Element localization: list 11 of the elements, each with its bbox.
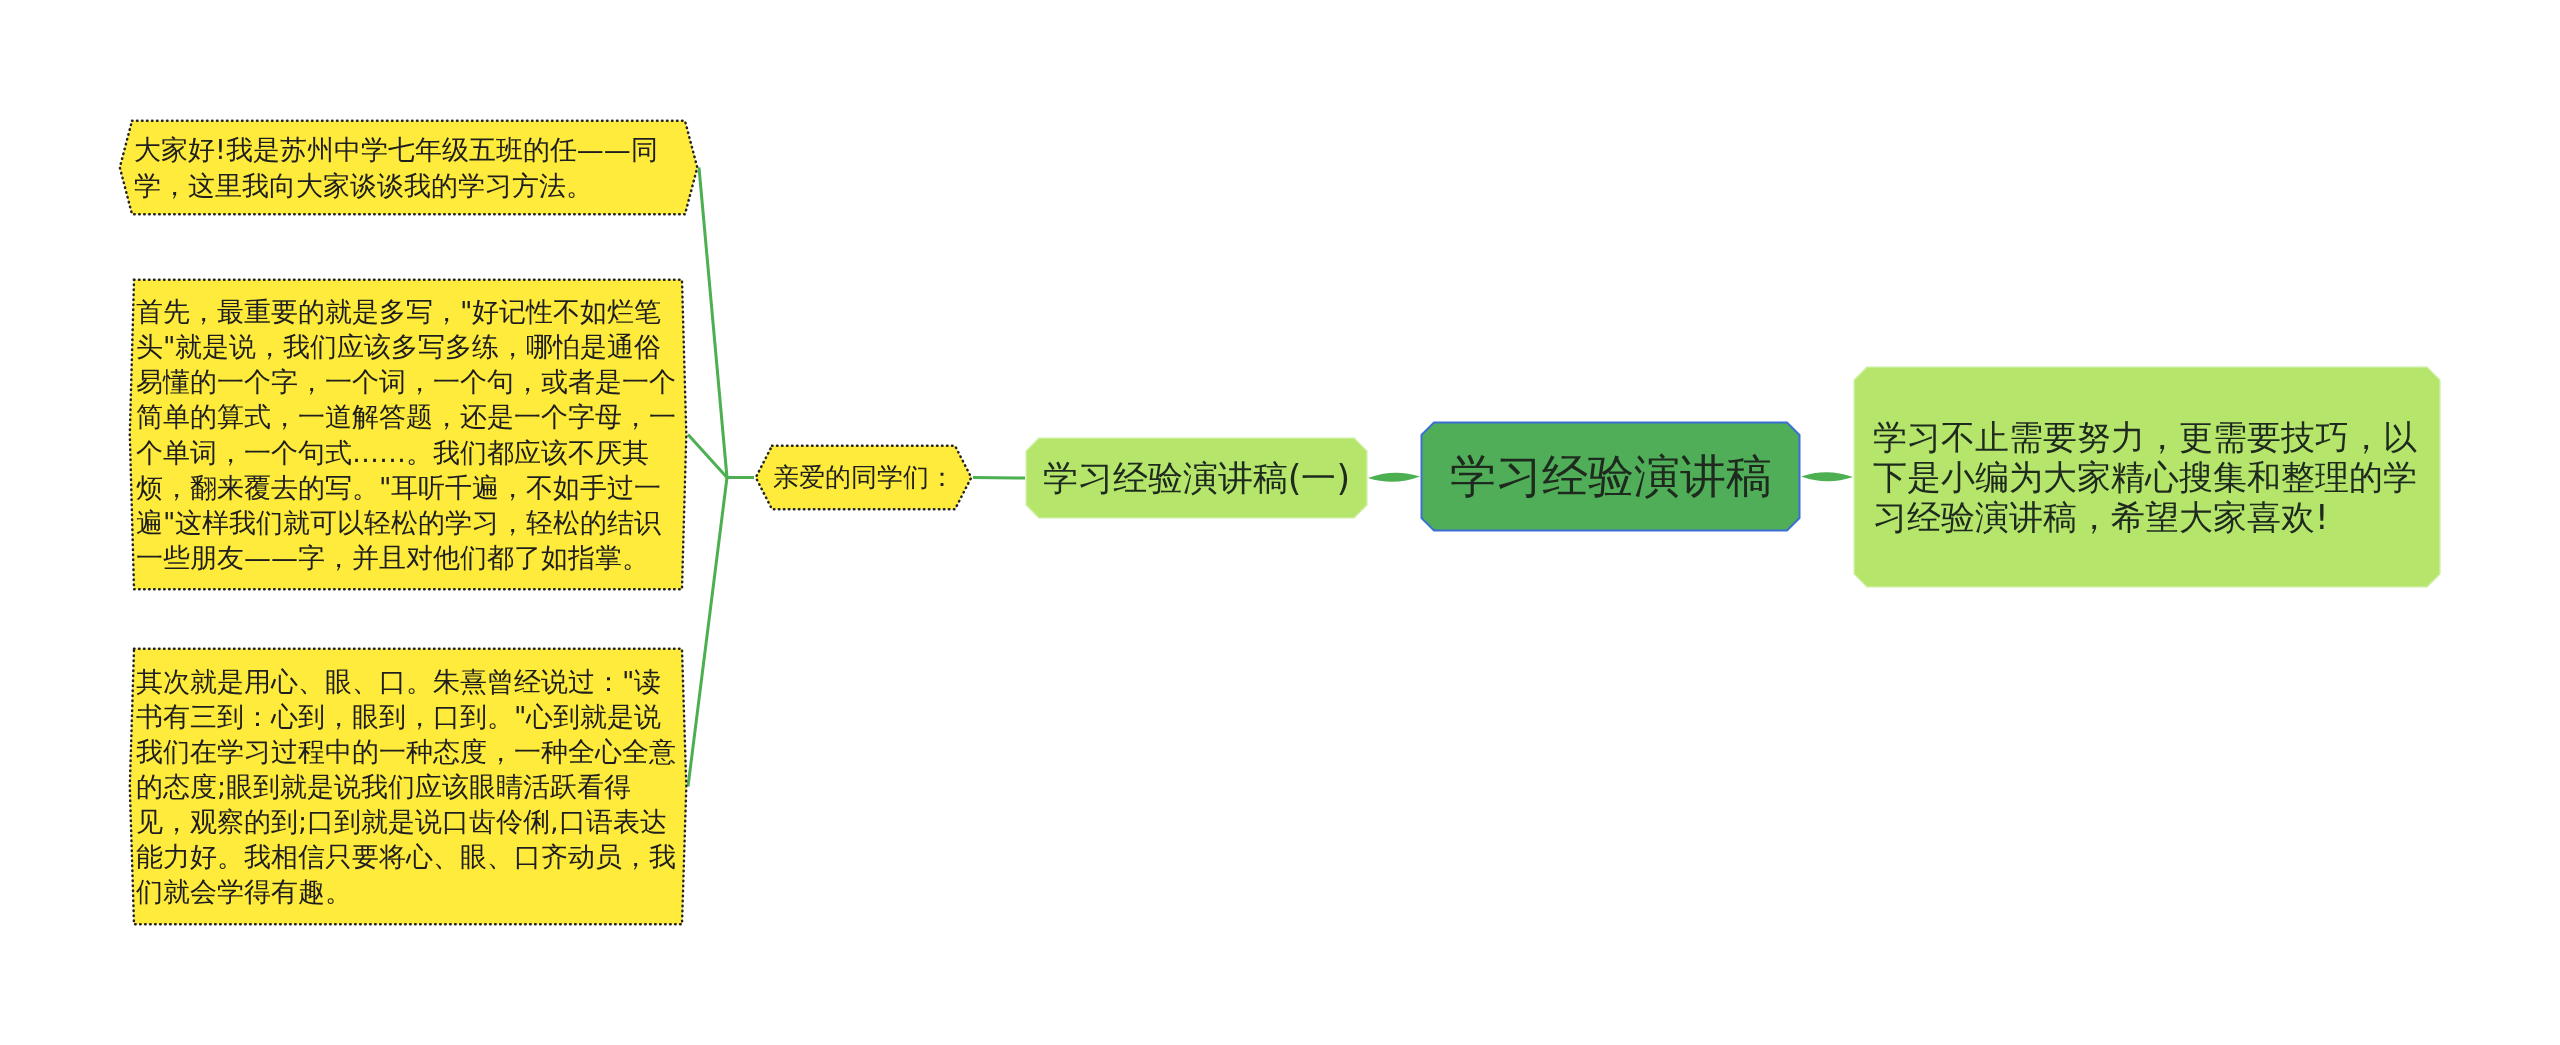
paragraph-box: 其次就是用心、眼、口。朱熹曾经说过："读书有三到：心到，眼到，口到。"心到就是说我们在学习过程中的一种态度，一种全心全意的态度;眼到就是说我们应该眼睛活跃看得见，观察的到;口到就是说口齿伶俐,口语表达能力好。我相信只要将心、眼、口齐动员，我们就会学得有趣。 xyxy=(128,647,688,926)
label-box: 亲爱的同学们： xyxy=(754,444,973,511)
connector-line xyxy=(1368,472,1420,482)
connector-line xyxy=(686,476,754,787)
subtopic-box: 学习经验演讲稿(一) xyxy=(1025,437,1368,519)
connector-line xyxy=(1801,472,1853,482)
topic-box: 学习经验演讲稿 xyxy=(1420,421,1801,532)
note-box: 学习不止需要努力，更需要技巧，以下是小编为大家精心搜集和整理的学习经验演讲稿，希望大家喜欢! xyxy=(1853,366,2441,588)
connector-line xyxy=(973,476,1025,480)
paragraph-box: 大家好!我是苏州中学七年级五班的任——同学，这里我向大家谈谈我的学习方法。 xyxy=(118,119,699,216)
paragraph-box: 首先，最重要的就是多写，"好记性不如烂笔头"就是说，我们应该多写多练，哪怕是通俗易懂的一个字，一个词，一个句，或者是一个简单的算式，一道解答题，还是一个字母，一个单词，一个句式……。我们都应该不厌其烦，翻来覆去的写。"耳听千遍，不如手过一遍"这样我们就可以轻松的学习，轻松的结识一些朋友——字，并且对他们都了如指掌。 xyxy=(128,278,688,591)
